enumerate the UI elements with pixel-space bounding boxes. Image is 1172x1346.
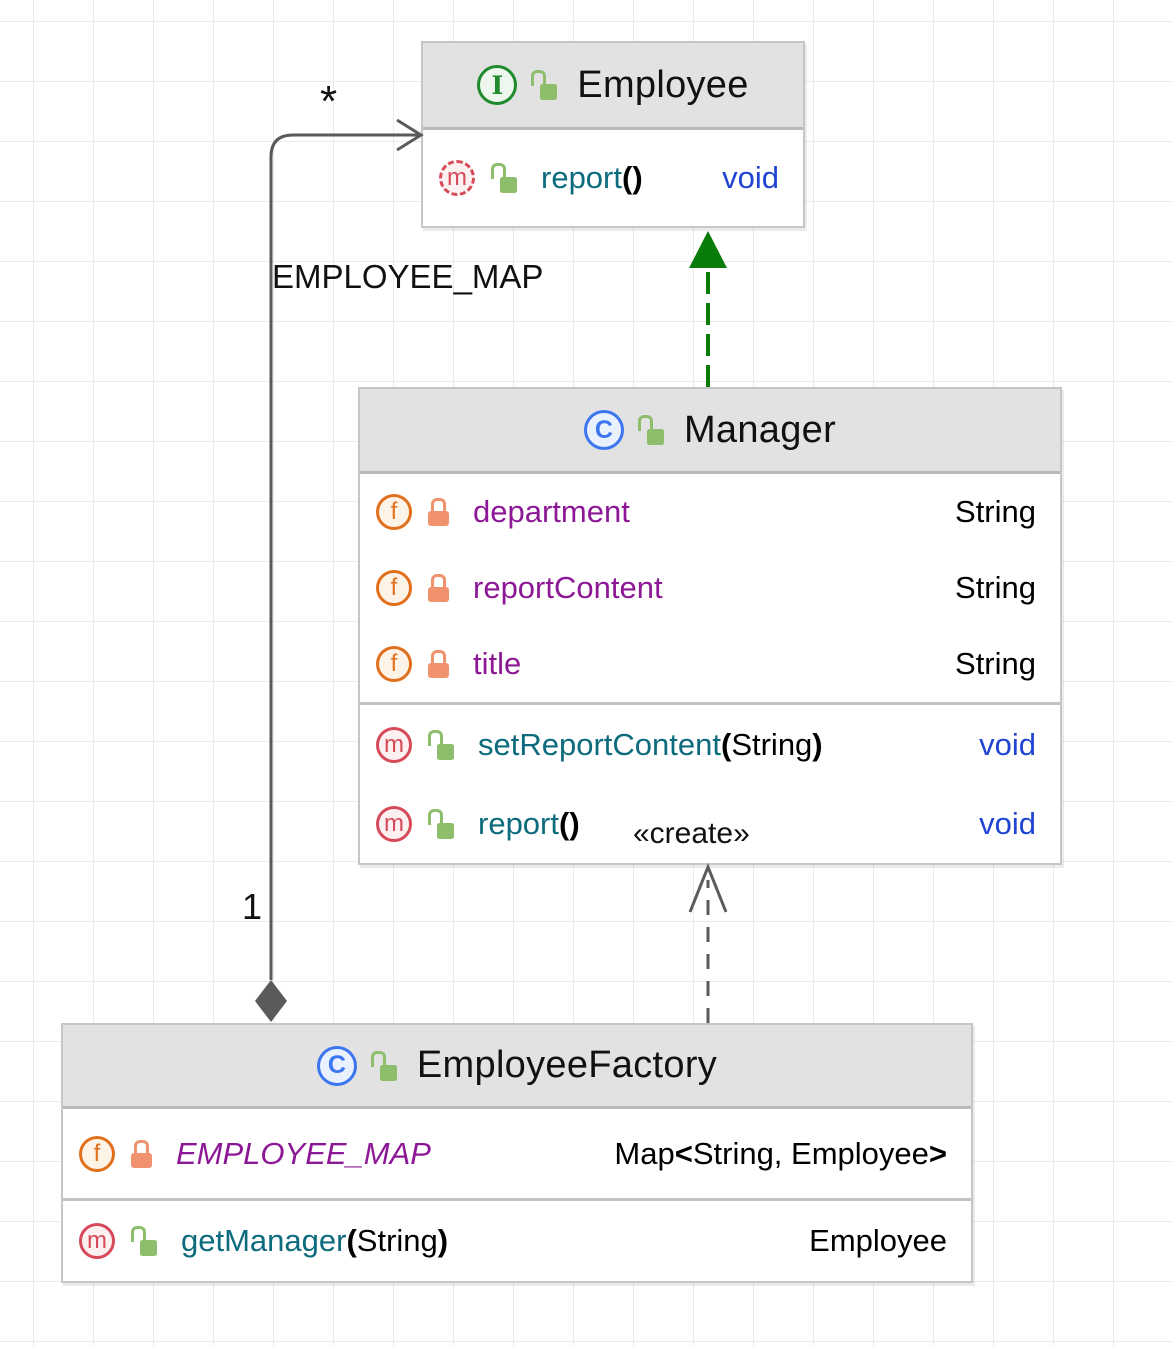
- field-type: String: [955, 646, 1036, 681]
- class-header-manager[interactable]: C Manager: [360, 389, 1060, 474]
- class-icon-letter: C: [327, 1051, 346, 1079]
- field-icon: f: [376, 646, 412, 682]
- field-row[interactable]: f department String: [360, 494, 1060, 530]
- method-signature: report(): [478, 805, 580, 841]
- private-lock-icon: [131, 1139, 152, 1168]
- class-icon-letter: C: [594, 415, 613, 444]
- method-row[interactable]: m report() void: [423, 160, 803, 196]
- open-arrowhead-icon: [396, 118, 424, 152]
- public-lock-icon: [491, 163, 517, 193]
- method-row[interactable]: m getManager(String) Employee: [63, 1223, 971, 1259]
- field-row[interactable]: f title String: [360, 646, 1060, 682]
- class-title: EmployeeFactory: [416, 1044, 718, 1086]
- field-icon-letter: f: [390, 498, 398, 525]
- field-name: department: [473, 494, 630, 529]
- public-lock-icon: [131, 1226, 157, 1256]
- class-node-employee[interactable]: I Employee m report() void: [421, 41, 805, 228]
- public-lock-icon: [428, 729, 454, 760]
- abstract-method-icon: m: [439, 160, 475, 196]
- realization-edge[interactable]: [689, 231, 727, 387]
- private-lock-icon: [428, 498, 449, 526]
- interface-icon-letter: I: [491, 70, 504, 100]
- class-node-manager[interactable]: C Manager f department String f reportCo…: [358, 387, 1062, 865]
- method-icon: m: [376, 805, 412, 842]
- class-icon: C: [583, 410, 624, 450]
- method-icon: m: [376, 726, 412, 763]
- create-stereotype-label: «create»: [633, 817, 750, 850]
- method-icon-letter: m: [384, 730, 404, 758]
- method-signature: setReportContent(String): [478, 726, 823, 762]
- method-row[interactable]: m setReportContent(String) void: [360, 726, 1060, 763]
- source-multiplicity-label: 1: [242, 886, 263, 927]
- class-header-employee-factory[interactable]: C EmployeeFactory: [63, 1025, 971, 1109]
- field-icon: f: [376, 570, 412, 606]
- private-lock-icon: [428, 574, 449, 602]
- field-row[interactable]: f EMPLOYEE_MAP Map<String, Employee>: [63, 1135, 971, 1172]
- return-type: void: [722, 160, 779, 195]
- method-signature: getManager(String): [181, 1223, 449, 1258]
- return-type: void: [979, 726, 1036, 762]
- field-type: Map<String, Employee>: [614, 1135, 947, 1171]
- target-multiplicity-label: *: [320, 77, 338, 126]
- create-dependency-edge[interactable]: [688, 862, 728, 1023]
- field-name: EMPLOYEE_MAP: [176, 1135, 431, 1171]
- public-lock-icon: [637, 415, 664, 445]
- open-arrowhead-icon: [688, 862, 728, 913]
- class-title: Employee: [577, 63, 749, 106]
- triangle-arrowhead-icon: [689, 231, 727, 268]
- method-icon-letter: m: [87, 1227, 107, 1254]
- field-type: String: [955, 570, 1036, 605]
- field-icon-letter: f: [390, 574, 398, 601]
- return-type: void: [979, 805, 1036, 841]
- field-icon: f: [79, 1135, 115, 1172]
- field-name: reportContent: [473, 570, 663, 605]
- field-name: title: [473, 646, 522, 681]
- class-title: Manager: [683, 408, 837, 451]
- field-icon-letter: f: [93, 1139, 101, 1167]
- public-lock-icon: [428, 808, 454, 839]
- field-icon: f: [376, 494, 412, 530]
- public-lock-icon: [370, 1050, 397, 1081]
- method-icon: m: [79, 1223, 115, 1259]
- class-icon: C: [316, 1045, 357, 1086]
- aggregation-role-label: EMPLOYEE_MAP: [272, 258, 544, 295]
- field-row[interactable]: f reportContent String: [360, 570, 1060, 606]
- method-signature: report(): [541, 160, 643, 195]
- field-type: String: [955, 494, 1036, 529]
- class-header-employee[interactable]: I Employee: [423, 43, 803, 130]
- private-lock-icon: [428, 650, 449, 678]
- method-icon-letter: m: [384, 809, 404, 837]
- class-node-employee-factory[interactable]: C EmployeeFactory f EMPLOYEE_MAP Map<Str…: [61, 1023, 973, 1283]
- return-type: Employee: [809, 1223, 947, 1258]
- aggregation-diamond-icon: [255, 980, 287, 1022]
- interface-icon: I: [477, 65, 518, 105]
- public-lock-icon: [531, 70, 558, 100]
- field-icon-letter: f: [390, 650, 398, 677]
- method-icon-letter: m: [447, 164, 467, 191]
